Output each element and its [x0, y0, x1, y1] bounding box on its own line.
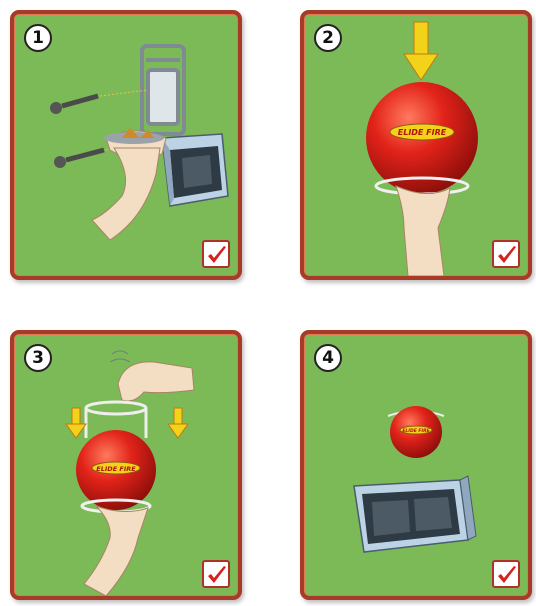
hand — [396, 186, 450, 276]
checkmark-icon — [202, 560, 230, 588]
mount-bracket-screws-icon — [14, 14, 238, 276]
hand — [92, 128, 166, 240]
checkmark-icon — [492, 560, 520, 588]
lower-hand — [84, 506, 148, 596]
down-arrow-icon — [404, 22, 438, 80]
ball-label: ELIDE FIRE — [402, 428, 430, 434]
ball-label: ELIDE FIRE — [96, 465, 136, 473]
step-2-panel: 2 ELIDE FIRE — [300, 10, 532, 280]
electrical-box — [162, 134, 228, 206]
checkmark-icon — [492, 240, 520, 268]
hold-ball-bracket-icon: ELIDE FIRE — [14, 334, 238, 596]
upper-hand — [118, 362, 194, 401]
checkmark-icon — [202, 240, 230, 268]
ball-label: ELIDE FIRE — [398, 128, 447, 137]
step-3-panel: 3 ELIDE FIRE — [10, 330, 242, 600]
electrical-box — [354, 476, 476, 552]
ball-over-electrical-box-icon: ELIDE FIRE — [304, 334, 528, 596]
step-4-panel: 4 ELIDE FIRE — [300, 330, 532, 600]
down-arrow-icon — [66, 408, 86, 438]
insert-ball-icon: ELIDE FIRE — [304, 14, 528, 276]
wall-bracket — [142, 46, 184, 134]
step-1-panel: 1 — [10, 10, 242, 280]
down-arrow-icon — [168, 408, 188, 438]
